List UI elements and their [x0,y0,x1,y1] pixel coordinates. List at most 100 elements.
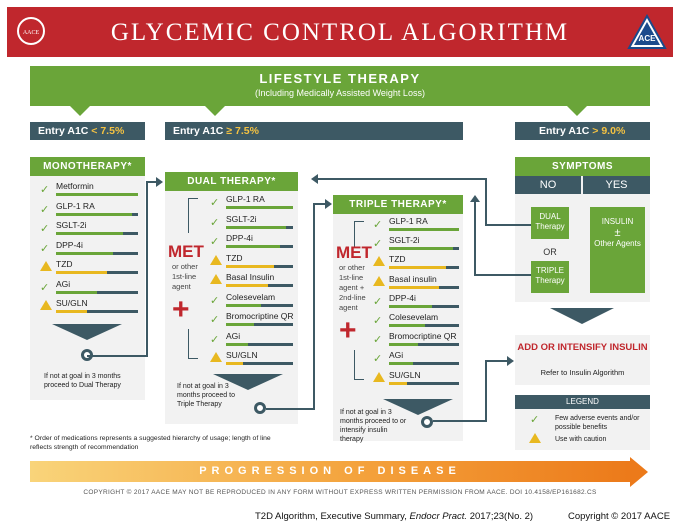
citation-suffix: 2017;23(No. 2) [467,511,534,522]
connector-triple-insulin-h [433,420,486,422]
list-item: Basal insulin [373,274,461,293]
drug-label: AGi [226,330,241,341]
hierarchy-footnote: * Order of medications represents a sugg… [30,435,271,451]
insulin-panel-title: ADD OR INTENSIFY INSULIN [517,342,648,353]
page-title: GLYCEMIC CONTROL ALGORITHM [110,19,570,46]
caution-icon [210,352,222,362]
drug-label: Colesevelam [226,291,276,302]
connector-triple-insulin-h2 [485,360,507,362]
list-item: SU/GLN [210,350,295,369]
symptoms-yes-header: YES [583,176,650,194]
list-item: ✓SGLT-2i [373,235,461,254]
ace-logo-text: ACE [638,34,656,43]
strength-track [56,310,138,313]
drug-label: TZD [56,259,73,269]
legend-caution-text: Use with caution [555,436,607,443]
list-item: SU/GLN [40,298,140,317]
check-icon: ✓ [40,203,50,216]
list-item: Basal Insulin [210,272,295,291]
citation: T2D Algorithm, Executive Summary, Endocr… [255,511,533,522]
copyright-footer: Copyright © 2017 AACE [568,511,671,522]
strength-bar [389,381,407,385]
strength-bar [226,323,254,326]
drug-label: SU/GLN [56,298,88,308]
drug-label: AGi [56,278,71,289]
list-item: ✓DPP-4i [210,233,295,252]
symptoms-panel: SYMPTOMS NO YES DUAL Therapy OR TRIPLE T… [515,157,650,302]
caution-icon [373,256,385,267]
insulin-box-line3: Other Agents [594,239,641,248]
strength-bar [226,284,268,287]
list-item: ✓GLP-1 RA [373,216,461,235]
progression-arrowhead [630,457,648,487]
aace-seal-logo: AACE [17,17,45,45]
lifestyle-title: LIFESTYLE THERAPY [259,71,421,86]
dual-met-block: MET or other 1st-line agent + [168,192,208,362]
header-banner: AACE GLYCEMIC CONTROL ALGORITHM ACE [7,7,673,57]
strength-bar [226,303,261,307]
check-icon: ✓ [210,197,220,209]
caution-icon [210,274,222,284]
strength-track [56,290,138,294]
caution-icon [40,261,52,271]
strength-bar [389,362,413,366]
citation-prefix: T2D Algorithm, Executive Summary, [255,511,410,522]
triple-met-sub: or other 1st-line agent + 2nd-line agent [339,263,366,312]
connector-symptom-dual-h [318,178,486,180]
strength-bar [56,193,138,196]
ace-logo: ACE [627,13,667,50]
check-icon: ✓ [210,236,220,248]
dual-progress-dot [254,402,266,414]
list-item: ✓AGi [373,350,461,369]
strength-track [389,362,459,366]
check-icon: ✓ [210,216,220,229]
drug-label: SU/GLN [389,369,421,380]
dual-met-sub: or other 1st-line agent [172,262,198,291]
arrow-to-triple [325,199,332,209]
strength-bar [56,271,107,274]
triple-progress-dot [421,416,433,428]
drug-label: SGLT-2i [226,213,257,224]
arrow-symptom-to-triple [470,195,480,202]
entry-label: Entry A1C [173,125,227,137]
list-item: TZD [373,254,461,273]
strength-bar [56,310,87,313]
check-icon: ✓ [210,294,220,307]
entry-value: ≥ 7.5% [226,125,259,137]
strength-bar [226,342,248,346]
strength-bar [389,247,453,251]
list-item: ✓Bromocriptine QR [210,311,295,330]
list-item: ✓Metformin [40,181,140,200]
list-item: ✓DPP-4i [373,293,461,312]
list-item: ✓GLP-1 RA [40,201,140,220]
connector-mono-dual-h [87,355,147,357]
check-icon: ✓ [40,223,50,235]
monotherapy-funnel [52,324,122,340]
insulin-panel-subtitle: Refer to Insulin Algorithm [540,368,625,377]
entry-value: < 7.5% [91,125,125,137]
caution-icon [373,371,385,382]
check-icon: ✓ [373,334,383,347]
connector-dual-triple-h2 [313,203,325,205]
caution-icon [373,275,385,286]
dual-met-label: MET [168,242,204,261]
triple-met-label: MET [336,243,372,262]
monotherapy-panel: MONOTHERAPY* ✓Metformin✓GLP-1 RA✓SGLT-2i… [30,157,145,400]
legend-title: LEGEND [515,395,650,409]
connector-dual-triple-v [313,203,315,410]
strength-track [226,362,293,365]
check-icon: ✓ [40,242,50,255]
check-icon: ✓ [373,295,383,308]
strength-bar [226,206,293,209]
strength-bar [56,232,123,235]
arrow-to-dual [156,177,163,187]
check-icon: ✓ [210,333,220,346]
drug-label: Basal insulin [389,273,437,284]
drug-label: SU/GLN [226,350,258,360]
list-item: SU/GLN [373,370,461,389]
check-icon: ✓ [40,281,50,294]
triple-note: If not at goal in 3 months proceed to or… [340,409,407,443]
drug-label: Metformin [56,181,94,191]
drug-label: Colesevelam [389,312,439,322]
caution-icon [210,254,222,265]
